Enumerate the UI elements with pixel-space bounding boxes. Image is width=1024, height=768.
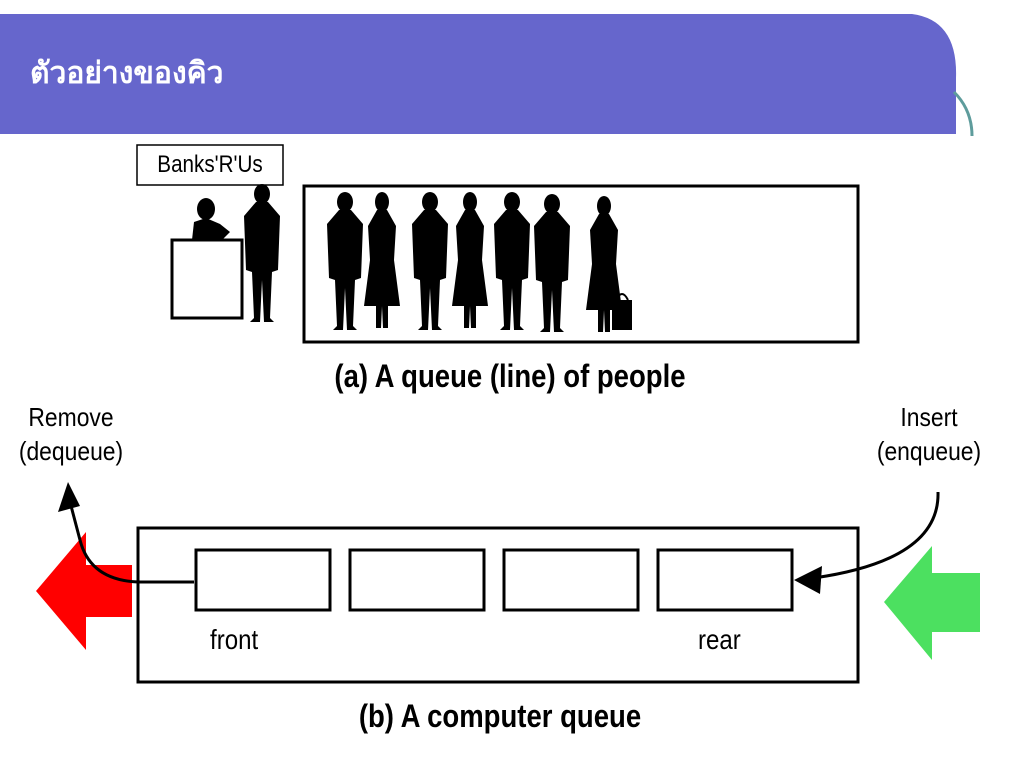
insert-label: Insert (enqueue) — [867, 400, 992, 468]
dequeue-arrowhead-icon — [58, 482, 80, 512]
queue-slot-3 — [502, 548, 640, 612]
queue-slot-4 — [656, 548, 794, 612]
slide-title: ตัวอย่างของคิว — [30, 56, 224, 91]
bank-sign: Banks'R'Us — [157, 151, 263, 178]
front-label: front — [210, 624, 259, 655]
remove-label-line1: Remove — [28, 402, 114, 432]
remove-arrow-icon — [36, 532, 132, 650]
bank-teller-figure — [192, 198, 230, 240]
shopping-bag-icon — [612, 300, 632, 330]
enqueue-arrowhead-icon — [794, 566, 822, 594]
remove-label-line2: (dequeue) — [18, 436, 124, 466]
remove-label: Remove (dequeue) — [9, 400, 134, 468]
people-in-line — [327, 192, 632, 332]
customer-at-counter-figure — [244, 184, 280, 322]
queue-slot-1 — [194, 548, 332, 612]
enqueue-curve-arrow — [813, 491, 940, 580]
people-queue-caption: (a) A queue (line) of people — [334, 358, 686, 394]
computer-queue-caption: (b) A computer queue — [358, 698, 642, 734]
header-accent-curve — [952, 90, 974, 137]
bank-sign-box — [136, 144, 284, 186]
insert-label-line1: Insert — [900, 402, 958, 432]
dequeue-curve-arrow — [68, 501, 194, 584]
teller-counter — [170, 238, 244, 320]
insert-arrow-icon — [884, 546, 980, 660]
queue-slot-2 — [348, 548, 486, 612]
insert-label-line2: (enqueue) — [876, 436, 982, 466]
people-line-box — [302, 184, 860, 344]
rear-label: rear — [698, 624, 741, 655]
title-banner — [0, 14, 957, 134]
